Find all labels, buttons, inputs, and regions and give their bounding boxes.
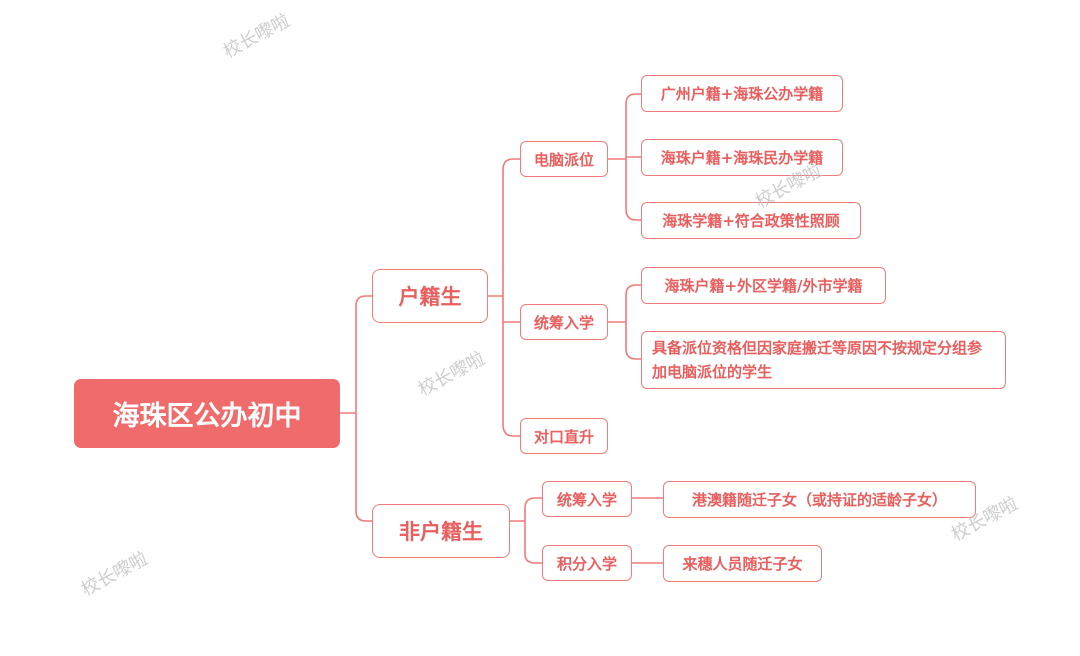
leaf-laisui-suiqian[interactable]: 来穗人员随迁子女 — [663, 545, 822, 582]
node-jifen-ruxue[interactable]: 积分入学 — [542, 545, 632, 581]
leaf-guangzhou-huji[interactable]: 广州户籍+海珠公办学籍 — [641, 75, 843, 112]
leaf-haizhu-minban[interactable]: 海珠户籍+海珠民办学籍 — [641, 139, 843, 176]
root-node[interactable]: 海珠区公办初中 — [74, 379, 340, 448]
leaf-haizhu-zhengce[interactable]: 海珠学籍+符合政策性照顾 — [641, 202, 861, 239]
branch-huji[interactable]: 户籍生 — [372, 269, 488, 323]
leaf-waiqu-xueji[interactable]: 海珠户籍+外区学籍/外市学籍 — [641, 267, 886, 304]
node-diannao-paiwei[interactable]: 电脑派位 — [520, 141, 608, 177]
connector-root — [340, 295, 372, 522]
connector-huji — [488, 158, 520, 437]
connector-tongchou-huji — [608, 284, 641, 360]
node-duikou-zhisheng[interactable]: 对口直升 — [520, 418, 608, 454]
leaf-banqian-yuanyin[interactable]: 具备派位资格但因家庭搬迁等原因不按规定分组参加电脑派位的学生 — [641, 331, 1006, 389]
node-tongchou-feihuji[interactable]: 统筹入学 — [542, 481, 632, 517]
leaf-gangao-suiqian[interactable]: 港澳籍随迁子女（或持证的适龄子女） — [663, 481, 976, 518]
connector-diannao — [608, 93, 641, 221]
branch-feihuji[interactable]: 非户籍生 — [372, 504, 510, 558]
connector-feihuji — [510, 497, 542, 564]
node-tongchou-huji[interactable]: 统筹入学 — [520, 304, 608, 340]
